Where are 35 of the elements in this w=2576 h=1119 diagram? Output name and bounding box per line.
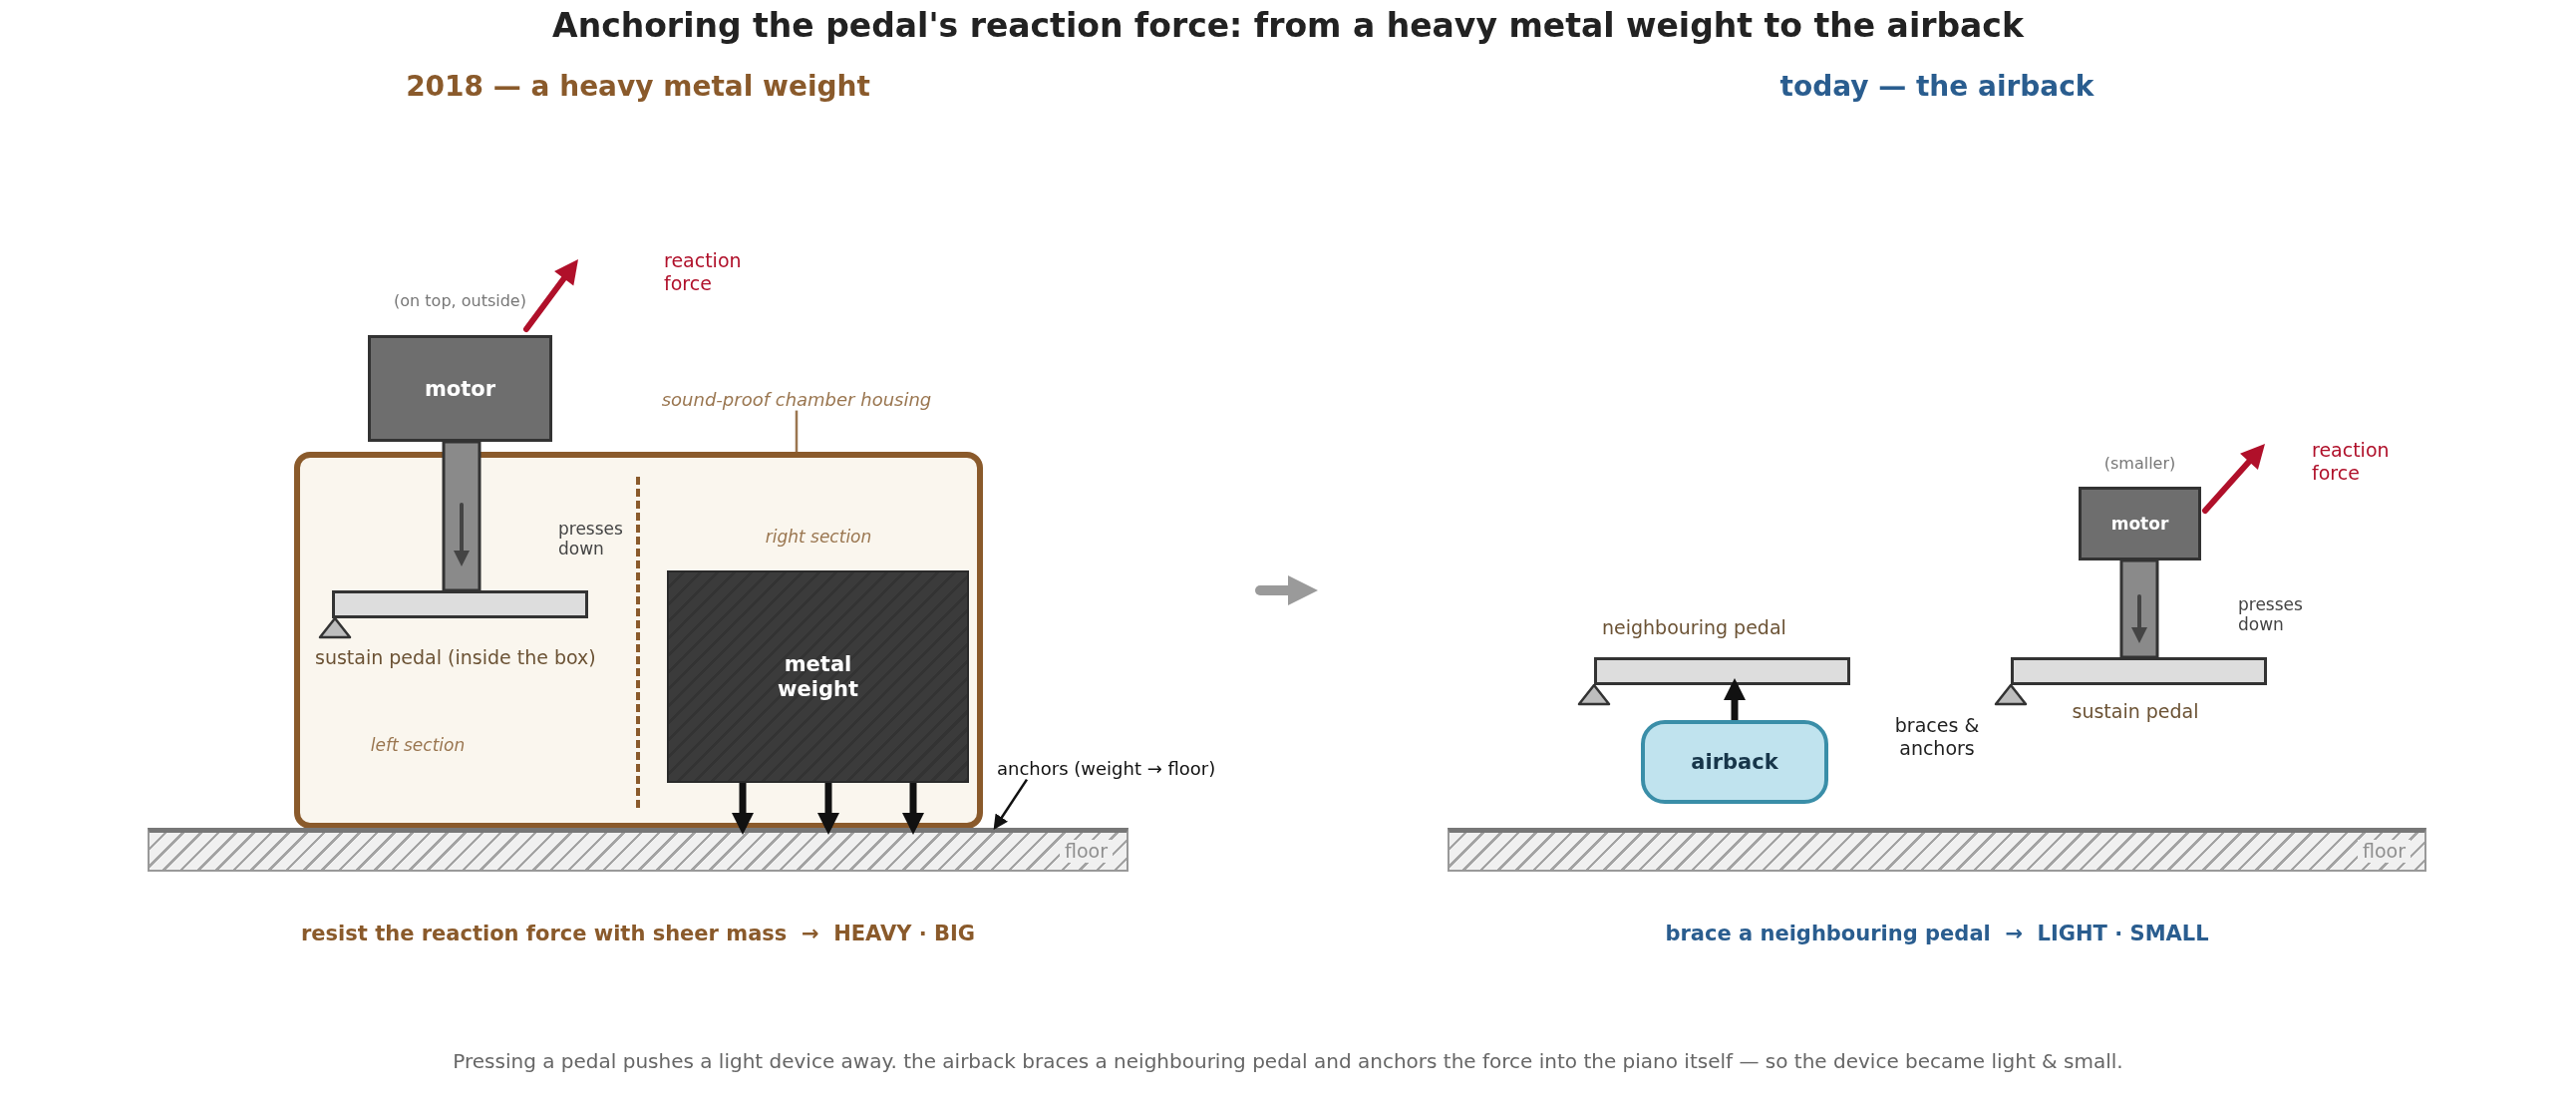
section-label: right section [765,527,872,548]
summary-text: brace a neighbouring pedal → LIGHT · SMALL [1665,922,2209,947]
callout-text: sound-proof chamber housing [661,389,932,411]
anchor-arrow [902,783,924,835]
diagram-title: Anchoring the pedal's reaction force: from a heavy metal weight to the airback [552,6,2024,46]
metal-weight-block: metal weight [667,570,969,783]
push-arrow [1724,678,1746,720]
pedal-label: sustain pedal [2072,700,2199,723]
force-label: presses down [558,519,623,560]
floor-label: floor [2357,840,2411,863]
panel-heading: today — the airback [1779,70,2094,104]
motor-note: (smaller) [2103,454,2176,474]
leader-line [993,778,1029,831]
summary-text: resist the reaction force with sheer mass → HEAVY · BIG [301,922,975,947]
motor-block: motor [368,335,552,442]
pedal-label: sustain pedal (inside the box) [315,646,596,669]
motor-block: motor [2079,487,2201,560]
panel-heading: 2018 — a heavy metal weight [406,70,870,104]
chamber-housing [294,452,983,829]
figure-caption: Pressing a pedal pushes a light device away. the airback braces a neighbouring pedal and anchors the force into the piano itself — so the device became light & small. [453,1049,2123,1073]
floor-label: floor [1059,840,1113,863]
force-label: reaction force [664,249,742,295]
section-label: left section [370,735,466,756]
motor-note: (on top, outside) [394,291,526,311]
force-label: presses down [2238,594,2303,635]
airback-cushion: airback [1641,720,1828,804]
callout-text: anchors (weight → floor) [997,758,1216,780]
leader-line [795,410,799,452]
pedal-label: neighbouring pedal [1602,616,1786,639]
force-label: reaction force [2312,439,2390,485]
note-text: braces & anchors [1893,714,1981,760]
floor-slab [148,828,1128,872]
anchor-arrow [732,783,754,835]
floor-slab [1448,828,2426,872]
anchor-arrow [817,783,839,835]
